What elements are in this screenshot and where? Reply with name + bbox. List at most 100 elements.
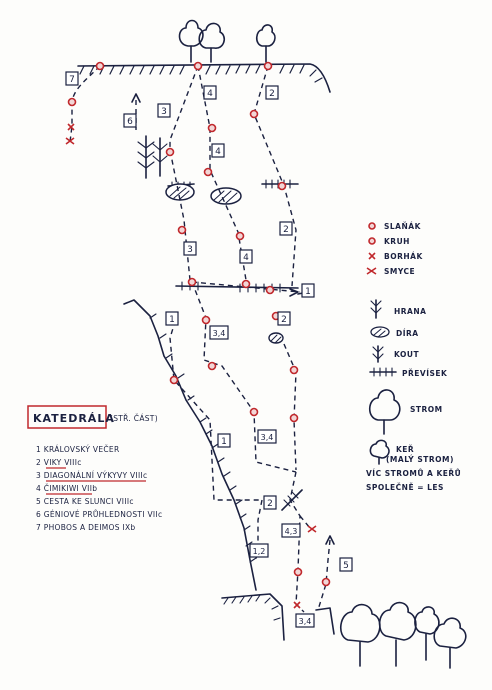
svg-text:BORHÁK: BORHÁK <box>384 252 423 261</box>
svg-text:5: 5 <box>343 561 349 571</box>
svg-text:4: 4 <box>207 89 213 99</box>
svg-text:PŘEVÍSEK: PŘEVÍSEK <box>402 369 448 378</box>
legend-bush: KEŘ (MALÝ STROM) <box>369 439 454 465</box>
legend: SLAŇÁK KRUH BORHÁK SMYCE HRANA DÍRA KOUT <box>366 222 461 492</box>
tree-icon <box>255 24 276 63</box>
svg-text:3,4: 3,4 <box>299 617 312 626</box>
route-box-2: 2 <box>263 495 277 510</box>
route-box-4: 4 <box>211 143 225 158</box>
svg-text:KRUH: KRUH <box>384 237 410 246</box>
route-box-3: 3 <box>183 241 197 256</box>
hole-icon <box>165 183 195 201</box>
route-box-1: 1 <box>165 311 179 326</box>
tree-icon <box>198 22 226 63</box>
route-box-2: 2 <box>279 221 293 236</box>
svg-text:2: 2 <box>267 499 273 509</box>
tree-icon <box>178 19 204 63</box>
svg-text:4: 4 <box>243 253 249 263</box>
svg-text:1: 1 <box>221 437 227 447</box>
svg-text:KOUT: KOUT <box>394 350 419 359</box>
route-box-4: 4 <box>203 85 217 100</box>
legend-overhang: PŘEVÍSEK <box>369 367 448 378</box>
svg-text:3: 3 <box>187 245 193 255</box>
route-list: 1 KRÁLOVSKÝ VEČER 2 VIKY VIIIc 3 DIAGONÁ… <box>36 445 162 532</box>
svg-text:SMYCE: SMYCE <box>384 267 415 276</box>
route-list-item-6: 6 GÉNIOVÉ PRŮHLEDNOSTI VIIc <box>36 510 162 519</box>
svg-text:(MALÝ STROM): (MALÝ STROM) <box>386 455 454 464</box>
route-box-3-4: 3,4 <box>295 613 315 628</box>
legend-borhak: BORHÁK <box>368 252 423 261</box>
forest-trees <box>340 601 467 669</box>
legend-hole: DÍRA <box>370 326 419 338</box>
route-list-item-4: 4 ČIMIKIWI VIIb <box>36 484 97 495</box>
route-box-1: 1 <box>217 433 231 448</box>
hole-icon <box>210 187 242 205</box>
svg-text:7 PHOBOS A DEIMOS IXb: 7 PHOBOS A DEIMOS IXb <box>36 523 135 532</box>
overhang-ledge-lower <box>281 489 303 511</box>
svg-text:4,3: 4,3 <box>285 527 298 536</box>
svg-text:HRANA: HRANA <box>394 307 426 316</box>
svg-text:7: 7 <box>69 75 75 85</box>
route-box-4-3: 4,3 <box>281 523 301 538</box>
route-list-item-7: 7 PHOBOS A DEIMOS IXb <box>36 523 135 532</box>
page-title: KATEDRÁLA <box>33 412 115 425</box>
route-box-7: 7 <box>65 71 79 86</box>
route-box-3-4: 3,4 <box>257 429 277 444</box>
corner-icon <box>137 135 168 179</box>
page-subtitle: (STŘ. ČÁST) <box>110 414 158 423</box>
svg-text:2: 2 <box>281 315 287 325</box>
route-box-6: 6 <box>123 113 137 128</box>
legend-sling: SMYCE <box>366 267 415 276</box>
route-box-5: 5 <box>339 557 353 572</box>
svg-text:SLAŇÁK: SLAŇÁK <box>384 222 422 231</box>
route-list-item-1: 1 KRÁLOVSKÝ VEČER <box>36 445 119 454</box>
legend-corner: KOUT <box>372 345 419 363</box>
svg-text:5 CESTA KE SLUNCI VIIIc: 5 CESTA KE SLUNCI VIIIc <box>36 497 134 506</box>
legend-tree: STROM <box>368 389 443 435</box>
route-box-3: 3 <box>157 103 171 118</box>
sling-marks <box>65 137 317 533</box>
svg-text:1: 1 <box>305 287 311 297</box>
svg-text:3,4: 3,4 <box>261 433 274 442</box>
legend-edge: HRANA <box>370 299 426 319</box>
svg-text:1: 1 <box>169 315 175 325</box>
route-box-2: 2 <box>277 311 291 326</box>
route-list-item-2: 2 VIKY VIIIc <box>36 458 82 469</box>
title-block: KATEDRÁLA (STŘ. ČÁST) <box>27 405 158 429</box>
legend-forest-line1: VÍC STROMŮ A KEŘŮ <box>366 469 461 478</box>
svg-text:3: 3 <box>161 107 167 117</box>
route-number-boxes: 7 6 3 4 2 4 3 4 2 1 1 3,4 2 1 3,4 2 1,2 … <box>65 71 353 628</box>
svg-text:3,4: 3,4 <box>213 329 226 338</box>
svg-text:2 VIKY VIIIc: 2 VIKY VIIIc <box>36 458 82 467</box>
route-box-2: 2 <box>265 85 279 100</box>
svg-text:STROM: STROM <box>410 405 443 414</box>
svg-text:3 DIAGONÁLNÍ VÝKYVY VIIIc: 3 DIAGONÁLNÍ VÝKYVY VIIIc <box>36 471 147 480</box>
bolt-rings <box>67 97 331 587</box>
legend-ring: KRUH <box>368 237 410 246</box>
route-box-1: 1 <box>301 283 315 298</box>
hole-icon <box>268 332 284 344</box>
route-box-3-4: 3,4 <box>209 325 229 340</box>
svg-text:6: 6 <box>127 117 133 127</box>
legend-rappel-anchor: SLAŇÁK <box>368 222 422 231</box>
svg-text:DÍRA: DÍRA <box>396 329 419 338</box>
rappel-anchors <box>95 61 287 295</box>
svg-text:1,2: 1,2 <box>253 547 266 556</box>
svg-text:2: 2 <box>269 89 275 99</box>
route-arrows <box>131 93 335 545</box>
svg-text:1 KRÁLOVSKÝ VEČER: 1 KRÁLOVSKÝ VEČER <box>36 445 119 454</box>
left-rock-face <box>123 299 257 591</box>
left-rock-hatching <box>149 313 257 563</box>
top-rock-edge <box>77 63 331 93</box>
route-list-item-3: 3 DIAGONÁLNÍ VÝKYVY VIIIc <box>36 471 147 482</box>
route-list-item-5: 5 CESTA KE SLUNCI VIIIc <box>36 497 134 506</box>
svg-text:6 GÉNIOVÉ PRŮHLEDNOSTI VIIc: 6 GÉNIOVÉ PRŮHLEDNOSTI VIIc <box>36 510 162 519</box>
bottom-ground <box>221 593 335 641</box>
svg-text:4: 4 <box>215 147 221 157</box>
svg-text:KEŘ: KEŘ <box>396 445 414 454</box>
svg-text:2: 2 <box>283 225 289 235</box>
route-box-1-2: 1,2 <box>249 543 269 558</box>
route-box-4: 4 <box>239 249 253 264</box>
legend-forest-line2: SPOLEČNĚ = LES <box>366 483 444 492</box>
